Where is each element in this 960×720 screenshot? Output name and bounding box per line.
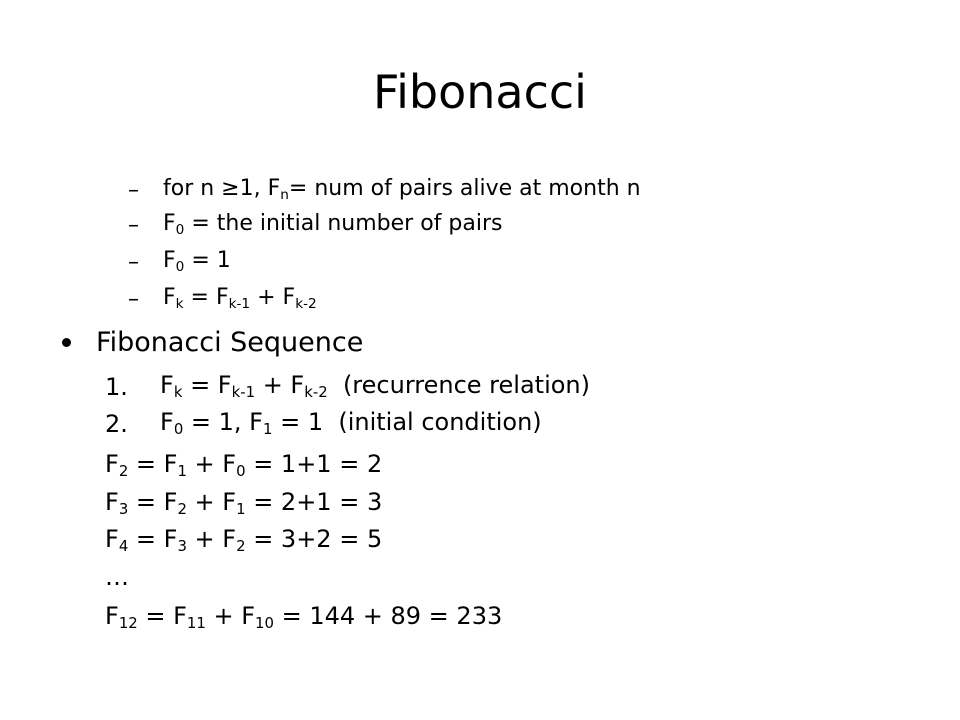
dash-marker: – bbox=[128, 250, 139, 275]
step-f3: F3 = F2 + F1 = 2+1 = 3 bbox=[105, 488, 383, 519]
numbered-item-1: Fk = Fk-1 + Fk-2 (recurrence relation) bbox=[160, 371, 590, 402]
dash-item-2: F0 = the initial number of pairs bbox=[163, 211, 503, 238]
bullet-dot bbox=[62, 338, 71, 347]
ellipsis: … bbox=[105, 563, 129, 591]
dash-item-4: Fk = Fk-1 + Fk-2 bbox=[163, 285, 317, 312]
list-number: 2. bbox=[105, 410, 128, 438]
dash-item-1: for n ≥1, Fn= num of pairs alive at mont… bbox=[163, 176, 641, 203]
bullet-fibonacci-sequence: Fibonacci Sequence bbox=[96, 327, 364, 358]
step-f2: F2 = F1 + F0 = 1+1 = 2 bbox=[105, 450, 383, 481]
dash-item-3: F0 = 1 bbox=[163, 248, 231, 275]
step-f4: F4 = F3 + F2 = 3+2 = 5 bbox=[105, 525, 383, 556]
list-number: 1. bbox=[105, 373, 128, 401]
dash-marker: – bbox=[128, 287, 139, 312]
dash-marker: – bbox=[128, 178, 139, 203]
numbered-item-2: F0 = 1, F1 = 1 (initial condition) bbox=[160, 408, 542, 439]
dash-marker: – bbox=[128, 213, 139, 238]
step-f12: F12 = F11 + F10 = 144 + 89 = 233 bbox=[105, 602, 503, 633]
slide-title: Fibonacci bbox=[373, 65, 587, 119]
